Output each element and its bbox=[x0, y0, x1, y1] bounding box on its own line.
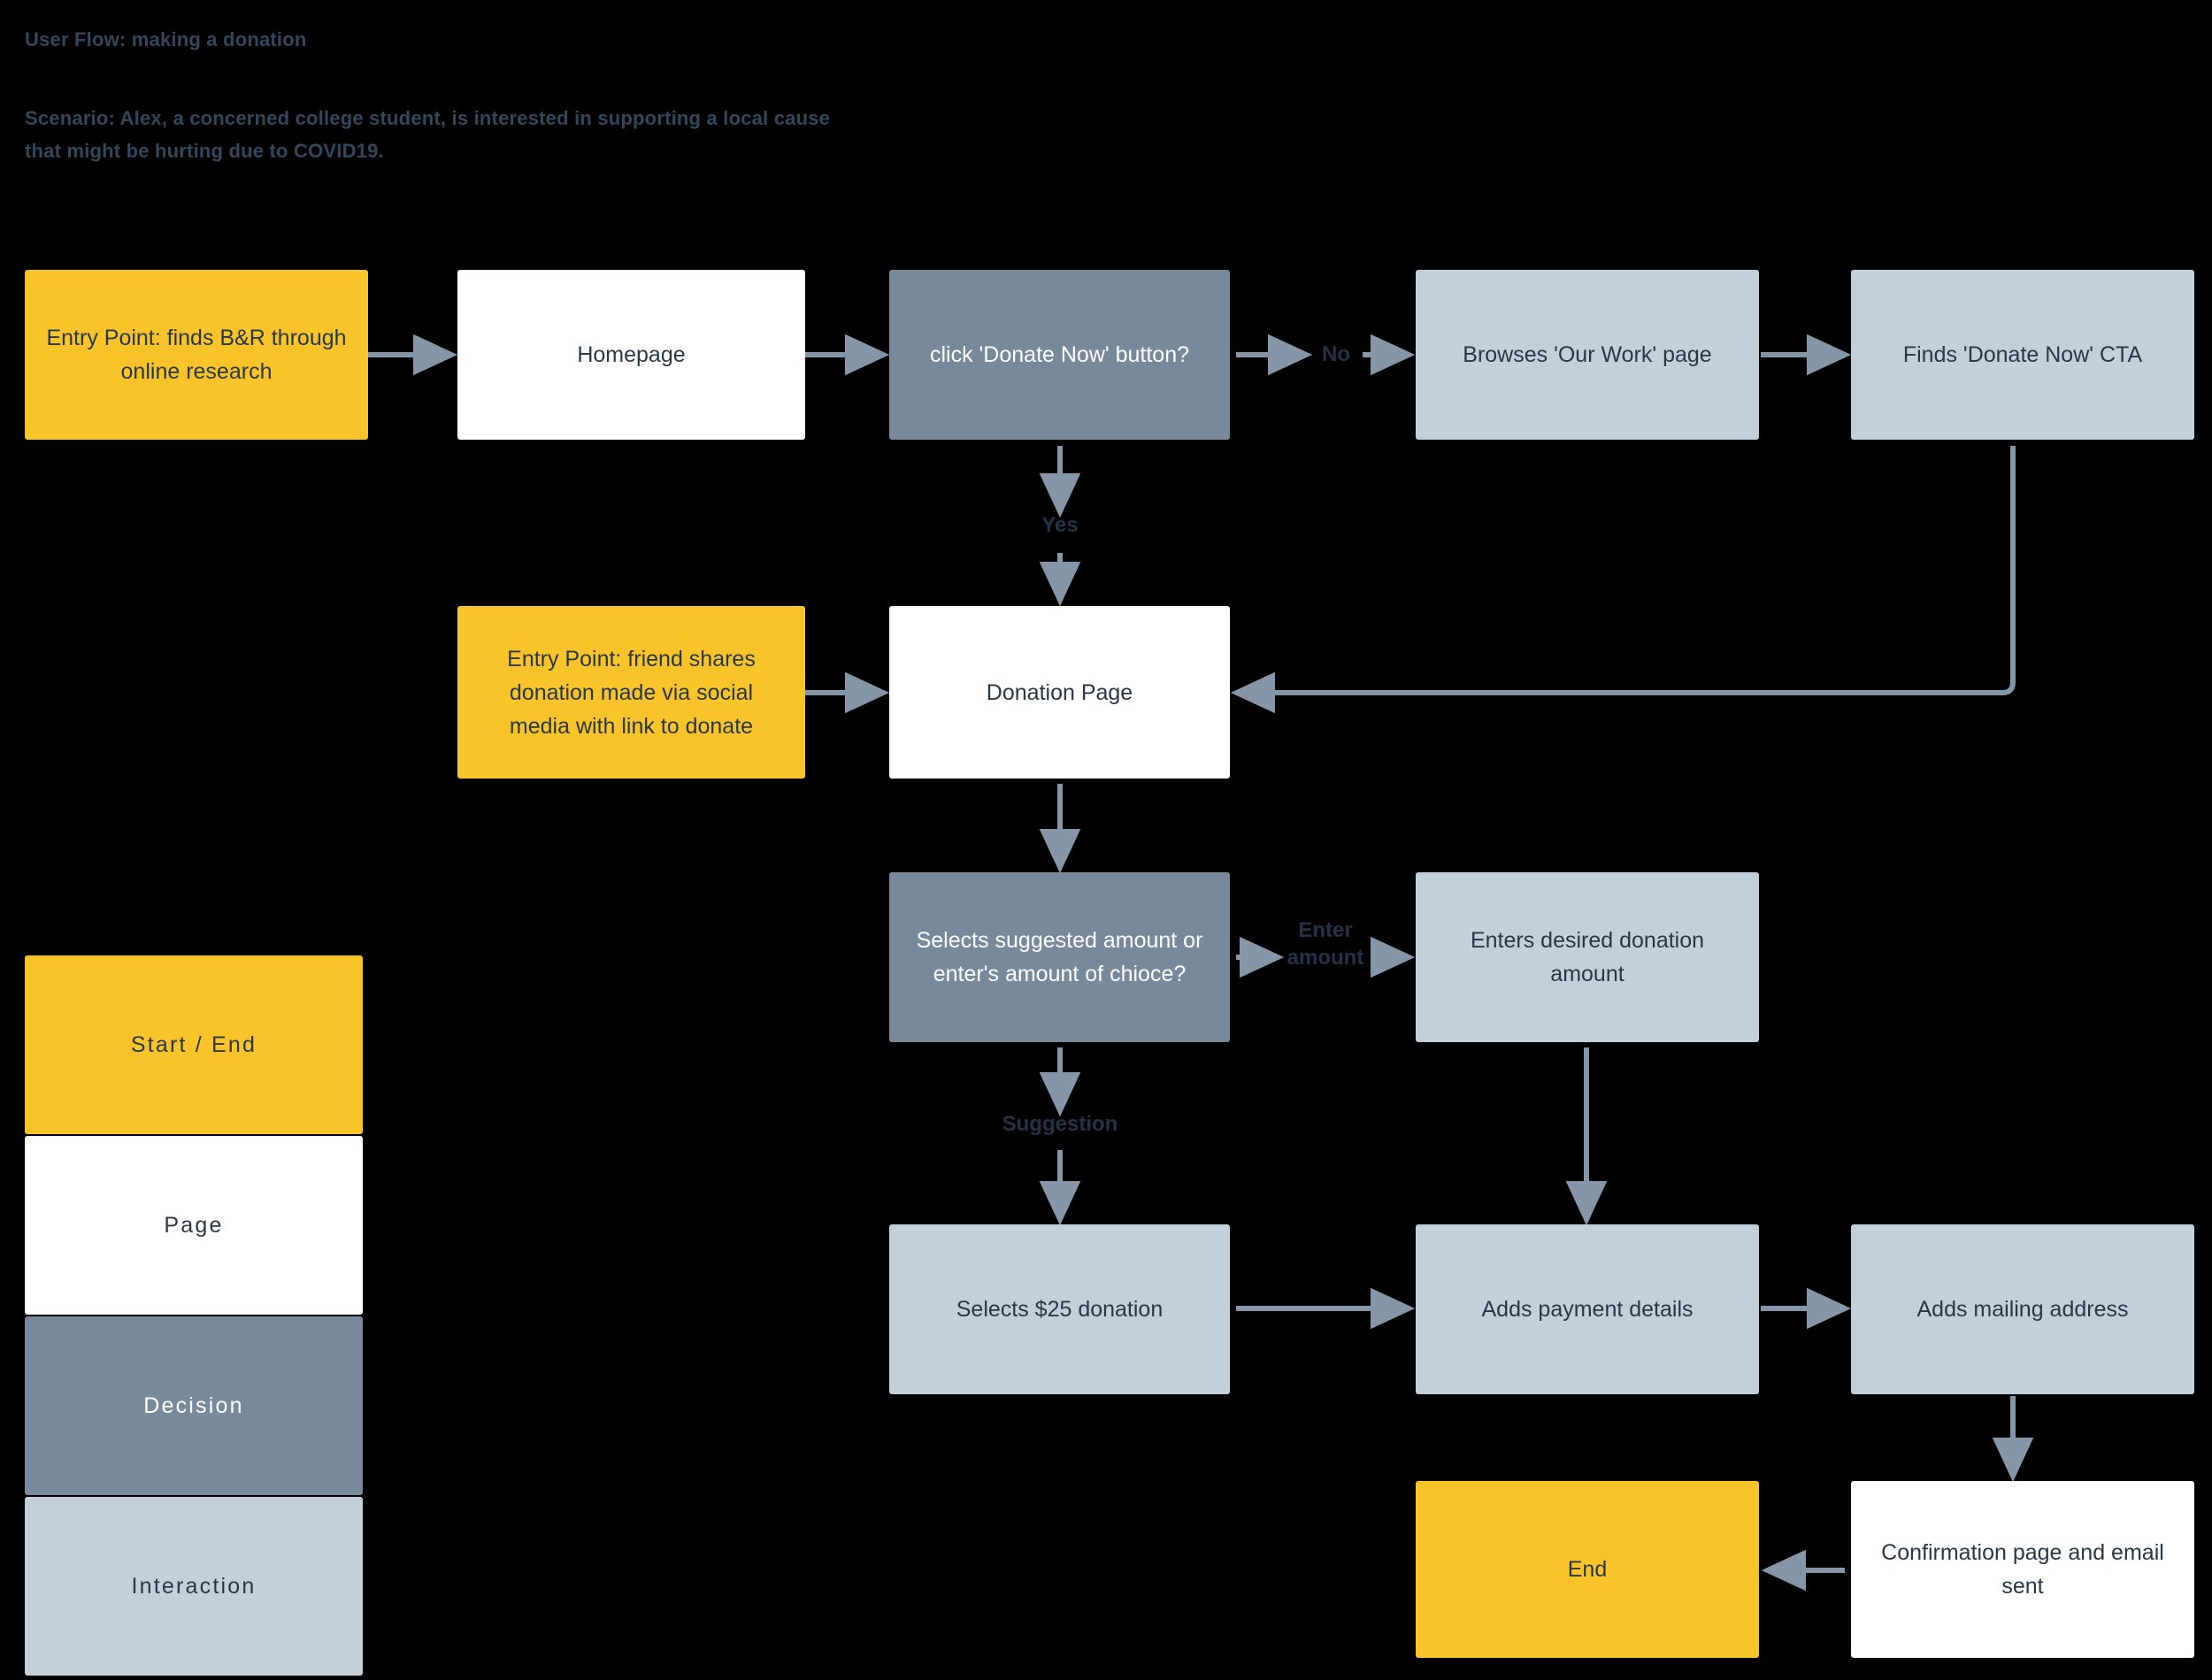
legend-label: Interaction bbox=[131, 1573, 257, 1599]
node-label: Enters desired donation amount bbox=[1470, 928, 1705, 986]
node-end[interactable]: End bbox=[1416, 1481, 1759, 1658]
node-label: Selects suggested amount or enter's amou… bbox=[916, 928, 1203, 986]
legend-item-start-end: Start / End bbox=[25, 955, 363, 1134]
node-click-donate-decision[interactable]: click 'Donate Now' button? bbox=[889, 270, 1230, 440]
node-enters-desired-amount[interactable]: Enters desired donation amount bbox=[1416, 872, 1759, 1042]
node-label: Entry Point: finds B&R through online re… bbox=[46, 326, 347, 384]
legend-item-interaction: Interaction bbox=[25, 1497, 363, 1676]
edge-cta-to-donation bbox=[1230, 446, 2016, 714]
node-browses-our-work[interactable]: Browses 'Our Work' page bbox=[1416, 270, 1759, 440]
node-selects-amount-decision[interactable]: Selects suggested amount or enter's amou… bbox=[889, 872, 1230, 1042]
node-label: Adds mailing address bbox=[1916, 1297, 2129, 1322]
node-label: Adds payment details bbox=[1481, 1297, 1694, 1322]
node-finds-donate-cta[interactable]: Finds 'Donate Now' CTA bbox=[1851, 270, 2194, 440]
node-label: Browses 'Our Work' page bbox=[1463, 342, 1712, 367]
edge-label-yes: Yes bbox=[1041, 513, 1079, 537]
node-label: Donation Page bbox=[986, 679, 1133, 705]
legend-label: Decision bbox=[143, 1392, 244, 1418]
edge-label-suggestion: Suggestion bbox=[1002, 1112, 1118, 1136]
node-confirmation-page[interactable]: Confirmation page and email sent bbox=[1851, 1481, 2194, 1658]
node-donation-page[interactable]: Donation Page bbox=[889, 606, 1230, 779]
node-label: Homepage bbox=[577, 342, 686, 367]
node-adds-mailing-address[interactable]: Adds mailing address bbox=[1851, 1224, 2194, 1394]
node-label: Confirmation page and email sent bbox=[1881, 1540, 2164, 1599]
node-selects-25-donation[interactable]: Selects $25 donation bbox=[889, 1224, 1230, 1394]
node-entry-social-share[interactable]: Entry Point: friend shares donation made… bbox=[457, 606, 805, 779]
node-entry-research[interactable]: Entry Point: finds B&R through online re… bbox=[25, 270, 368, 440]
page-title: User Flow: making a donation bbox=[25, 28, 307, 50]
node-label: Finds 'Donate Now' CTA bbox=[1902, 342, 2143, 367]
scenario-description: Scenario: Alex, a concerned college stud… bbox=[25, 107, 831, 162]
legend-item-page: Page bbox=[25, 1136, 363, 1315]
edge-label-no: No bbox=[1322, 342, 1350, 366]
legend-label: Start / End bbox=[130, 1032, 257, 1057]
legend-item-decision: Decision bbox=[25, 1316, 363, 1495]
node-label: click 'Donate Now' button? bbox=[929, 342, 1190, 367]
node-label: Selects $25 donation bbox=[956, 1297, 1164, 1322]
legend-label: Page bbox=[164, 1212, 224, 1238]
node-homepage[interactable]: Homepage bbox=[457, 270, 805, 440]
node-adds-payment-details[interactable]: Adds payment details bbox=[1416, 1224, 1759, 1394]
node-label: End bbox=[1567, 1557, 1608, 1582]
node-label: Entry Point: friend shares donation made… bbox=[507, 646, 756, 739]
edge-label-enter-amount: Enter amount bbox=[1286, 918, 1364, 970]
